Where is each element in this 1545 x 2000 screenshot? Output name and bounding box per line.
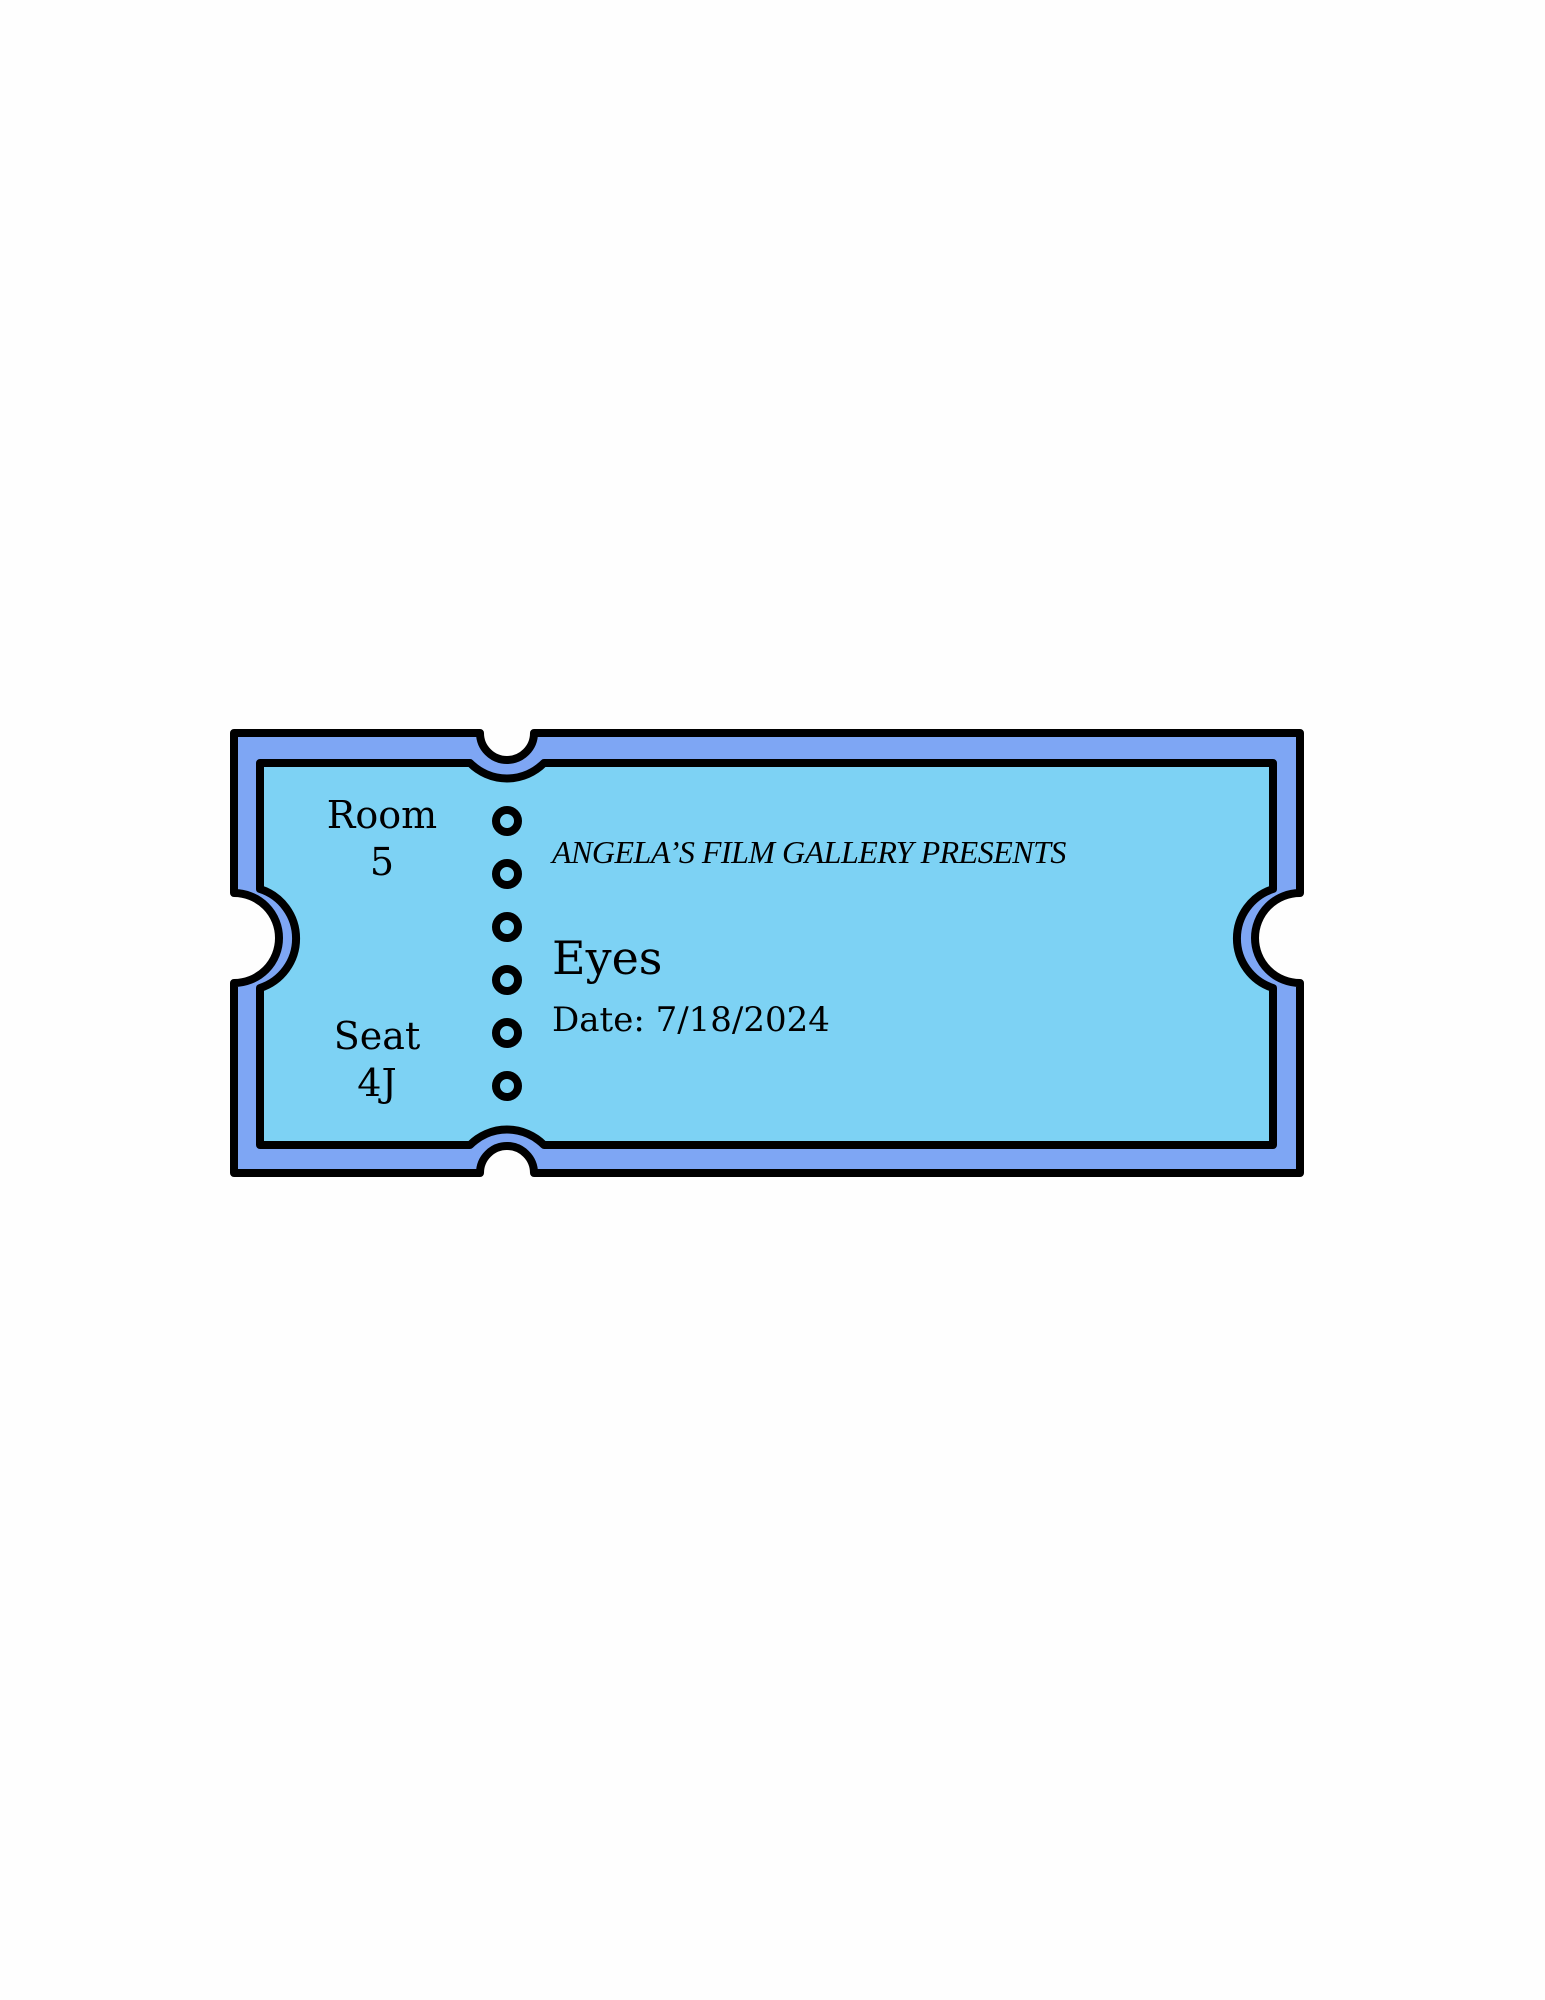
room-label: Room	[326, 793, 438, 837]
show-date: Date: 7/18/2024	[552, 1000, 830, 1040]
perforation-hole-icon	[492, 1018, 522, 1048]
perforation-hole-icon	[492, 1071, 522, 1101]
seat-value: 4J	[357, 1061, 397, 1105]
ticket-inner-shape	[256, 759, 1277, 1149]
film-title: Eyes	[552, 931, 663, 985]
perforation-hole-icon	[492, 859, 522, 889]
perforation-hole-icon	[492, 806, 522, 836]
perforation-hole-icon	[492, 912, 522, 942]
seat-label: Seat	[333, 1014, 421, 1058]
perforation-row	[492, 806, 522, 1101]
perforation-hole-icon	[492, 965, 522, 995]
room-value: 5	[369, 840, 395, 884]
presenter-line: ANGELA’S FILM GALLERY PRESENTS	[552, 834, 1066, 870]
